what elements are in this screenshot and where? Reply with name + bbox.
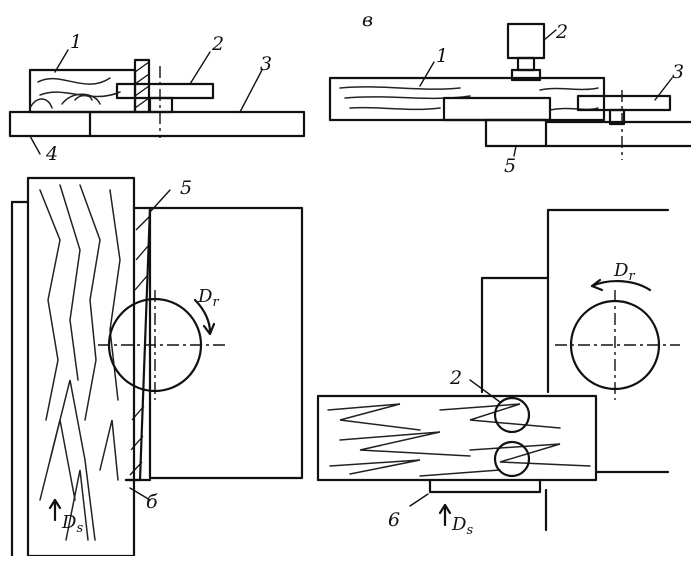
left-machine-table xyxy=(148,206,304,480)
left-bottom-view: 5 б Ds Dr xyxy=(10,176,304,558)
label-left-ds: Ds xyxy=(61,512,83,536)
label-right-3: 3 xyxy=(672,61,684,83)
right-board-grain xyxy=(327,403,591,477)
left-wood-board xyxy=(26,176,136,558)
right-rotation-arrow xyxy=(590,280,652,292)
right-wood-board xyxy=(316,394,598,482)
label-left-1: 1 xyxy=(70,31,82,53)
right-base-5 xyxy=(484,118,548,148)
left-arm-2 xyxy=(115,82,215,100)
right-roller-lower xyxy=(493,440,531,478)
left-wood-grain xyxy=(29,77,121,109)
left-top-view: 1 2 3 4 xyxy=(8,31,306,165)
right-top-view: в 1 2 3 5 xyxy=(328,9,691,177)
label-left-dr: Dr xyxy=(197,286,219,310)
right-heading: в xyxy=(362,9,373,31)
left-wood-block xyxy=(28,68,137,114)
left-base-plate xyxy=(8,110,306,138)
right-machine-table xyxy=(546,208,670,394)
label-right-2: 2 xyxy=(555,21,568,43)
left-rotation-arrow xyxy=(193,298,212,334)
label-left-6: б xyxy=(146,491,158,513)
label-right-ds: Ds xyxy=(451,514,473,538)
right-bottom-view: 2 6 Ds Dr xyxy=(316,208,680,538)
left-vertical-guide xyxy=(133,58,151,114)
label-left-4: 4 xyxy=(45,143,58,165)
label-right-bottom-2: 2 xyxy=(449,367,462,389)
label-left-2: 2 xyxy=(211,33,224,55)
label-right-5: 5 xyxy=(504,155,516,177)
label-left-5: 5 xyxy=(180,177,192,199)
right-wood-grain xyxy=(339,86,599,111)
label-right-6: 6 xyxy=(388,509,400,531)
right-motor-2 xyxy=(506,22,546,60)
right-roller-upper xyxy=(493,396,531,434)
label-right-dr: Dr xyxy=(613,260,635,284)
label-left-3: 3 xyxy=(260,53,272,75)
label-right-1: 1 xyxy=(436,45,448,67)
left-board-grain xyxy=(39,184,121,541)
